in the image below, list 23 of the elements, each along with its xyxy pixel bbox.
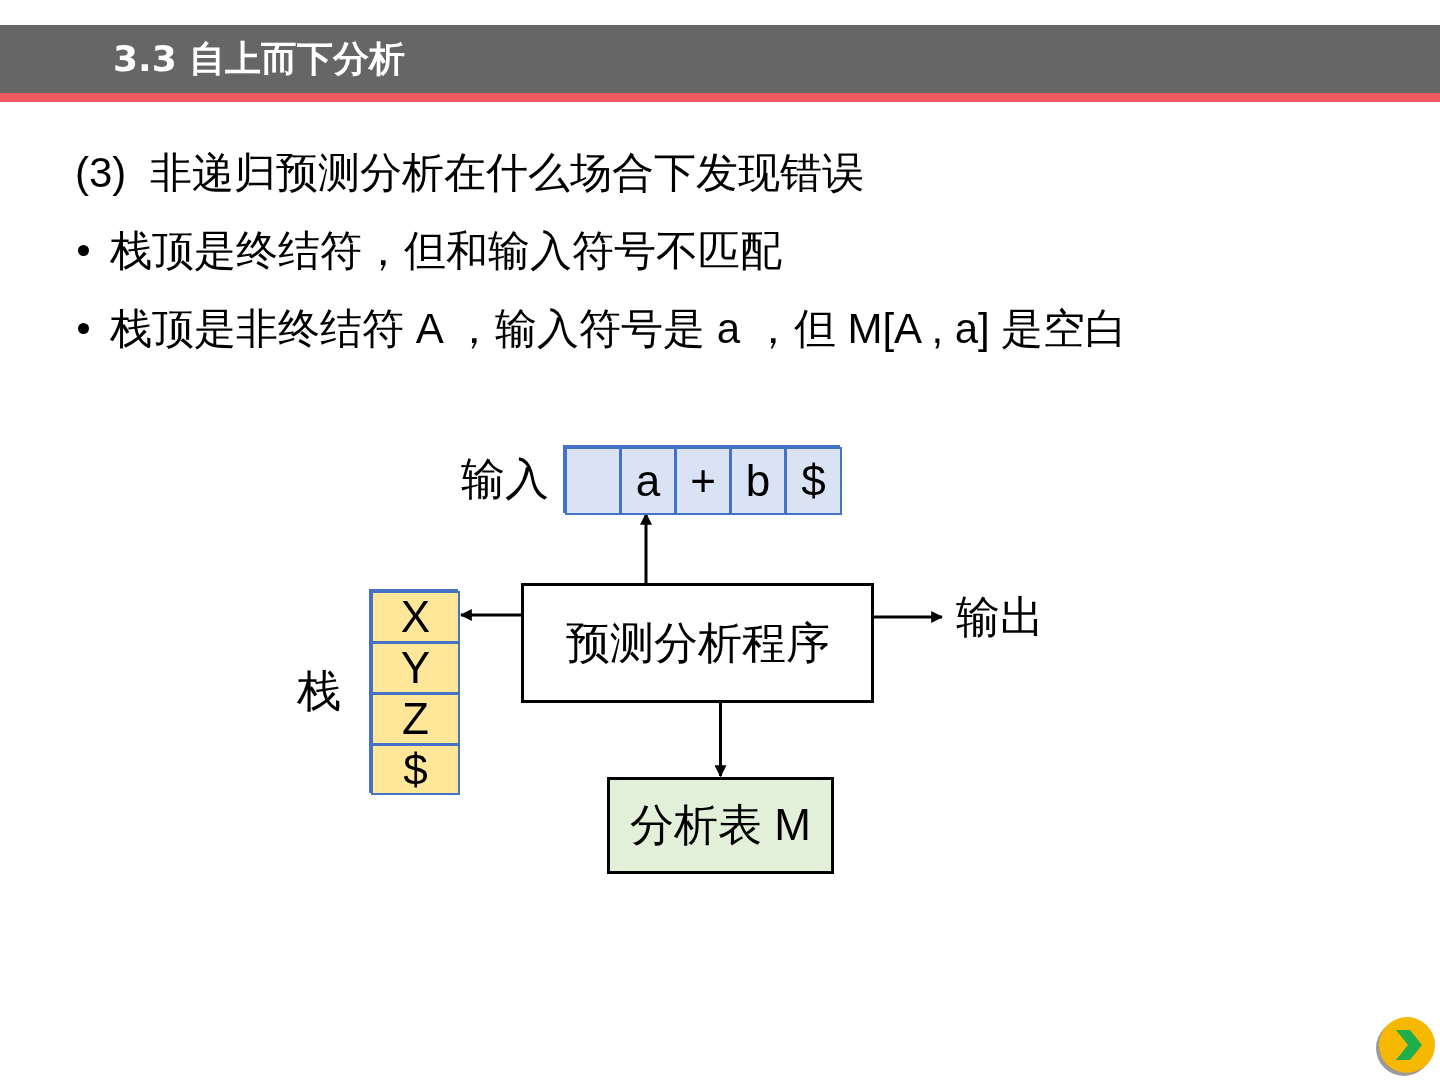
stack-cell: Z bbox=[371, 693, 460, 745]
tape-cell bbox=[565, 447, 621, 515]
tape-cell: $ bbox=[785, 447, 842, 515]
slide-title: 3.3 自上而下分析 bbox=[113, 37, 406, 81]
side-label: 输入 bbox=[460, 453, 550, 505]
tape-cell: + bbox=[675, 447, 731, 515]
process-box: 预测分析程序 bbox=[521, 583, 874, 703]
stack-cell: $ bbox=[371, 744, 460, 795]
body-text: 栈顶是非终结符 A ，输入符号是 a ，但 M[A , a] 是空白 bbox=[110, 304, 1128, 354]
arrow bbox=[714, 703, 727, 778]
input-tape bbox=[563, 445, 840, 513]
tape-cell: a bbox=[620, 447, 676, 515]
arrow bbox=[874, 611, 944, 623]
output-label: 输出 bbox=[948, 586, 1052, 648]
stack-cell: Y bbox=[371, 642, 460, 694]
stack bbox=[369, 589, 458, 793]
stack-cell: X bbox=[371, 591, 460, 643]
body-text: (3) 非递归预测分析在什么场合下发现错误 bbox=[75, 148, 864, 198]
body-text: 栈顶是终结符，但和输入符号不匹配 bbox=[110, 226, 782, 276]
table-box: 分析表 M bbox=[607, 777, 834, 874]
arrow bbox=[459, 609, 521, 621]
side-label: 栈 bbox=[296, 665, 342, 717]
tape-cell: b bbox=[730, 447, 786, 515]
